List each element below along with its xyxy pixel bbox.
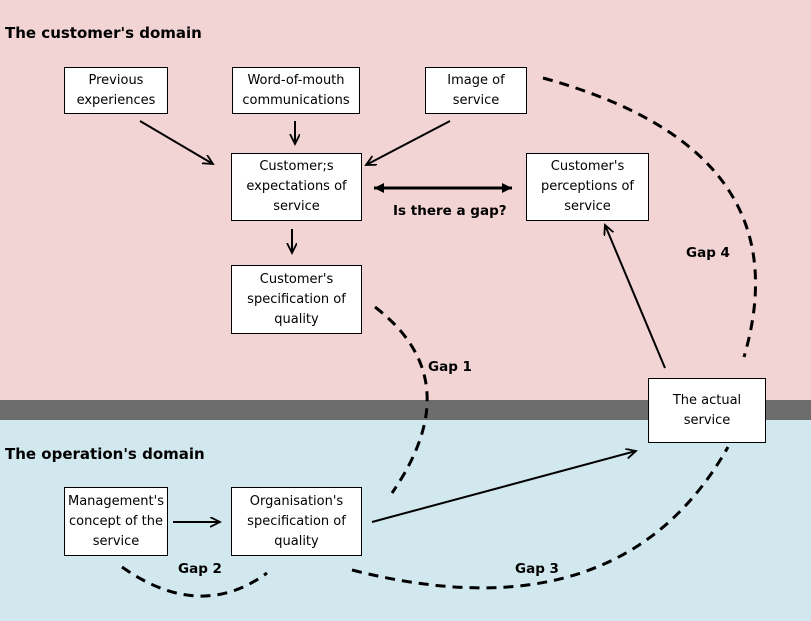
label-gap4: Gap 4	[686, 245, 730, 261]
box-customer-specification: Customer's specification of quality	[231, 265, 362, 334]
box-image-of-service-label: Image of service	[447, 72, 505, 108]
box-customer-expectations-label: Customer;s expectations of service	[246, 159, 347, 214]
box-word-of-mouth-label: Word-of-mouth communications	[242, 72, 350, 108]
arrow-previous-to-expectations	[139, 120, 213, 164]
box-management-concept-label: Management's concept of the service	[68, 493, 164, 549]
box-word-of-mouth: Word-of-mouth communications	[232, 67, 360, 114]
box-customer-expectations: Customer;s expectations of service	[231, 153, 362, 221]
gap2-arc	[121, 565, 268, 598]
box-organisation-specification: Organisation's specification of quality	[231, 487, 362, 556]
box-management-concept: Management's concept of the service	[64, 487, 168, 556]
box-image-of-service: Image of service	[425, 67, 527, 114]
box-customer-perceptions: Customer's perceptions of service	[526, 153, 649, 221]
box-previous-experiences: Previous experiences	[64, 67, 168, 114]
operation-domain-title: The operation's domain	[5, 445, 205, 463]
domain-divider	[0, 400, 811, 420]
box-actual-service-label: The actual service	[672, 392, 742, 428]
gap3-arc	[351, 446, 730, 590]
label-gap2: Gap 2	[178, 561, 222, 577]
customer-domain-title: The customer's domain	[5, 24, 202, 42]
label-gap3: Gap 3	[515, 561, 559, 577]
label-gap-question: Is there a gap?	[393, 203, 507, 219]
label-gap1: Gap 1	[428, 359, 472, 375]
box-previous-experiences-label: Previous experiences	[76, 72, 156, 108]
gap1-arc	[374, 305, 429, 494]
arrow-organisation-to-actual	[371, 451, 636, 523]
box-actual-service: The actual service	[648, 378, 766, 443]
arrow-image-to-expectations	[366, 120, 451, 165]
customer-domain-region	[0, 0, 811, 400]
gap4-arc	[542, 76, 758, 358]
box-organisation-specification-label: Organisation's specification of quality	[247, 493, 346, 549]
arrow-actual-to-perceptions	[605, 225, 666, 369]
box-customer-specification-label: Customer's specification of quality	[247, 271, 346, 327]
box-customer-perceptions-label: Customer's perceptions of service	[540, 159, 635, 214]
